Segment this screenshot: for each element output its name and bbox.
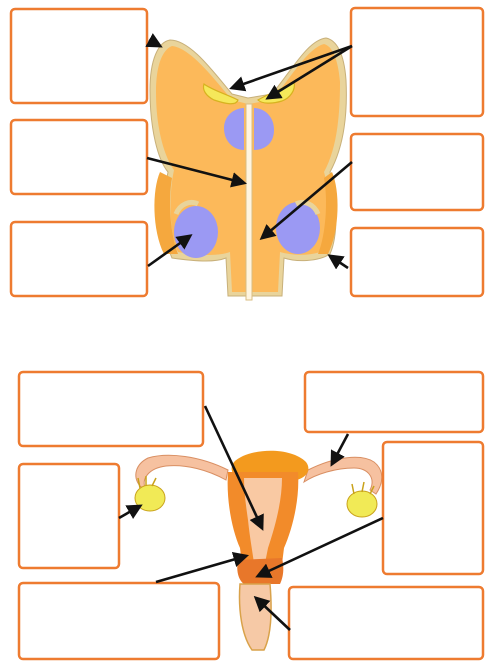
male-left-testis bbox=[174, 206, 218, 258]
male-label-box-6[interactable] bbox=[351, 228, 483, 296]
female-label-box-5[interactable] bbox=[383, 442, 483, 574]
female-label-box-1[interactable] bbox=[19, 372, 203, 446]
male-label-box-2[interactable] bbox=[11, 120, 147, 194]
male-label-box-5[interactable] bbox=[351, 134, 483, 210]
male-arrow-6 bbox=[330, 256, 348, 268]
male-label-box-3[interactable] bbox=[11, 222, 147, 296]
female-right-fallopian-tube bbox=[304, 457, 382, 494]
male-label-box-1[interactable] bbox=[11, 9, 147, 103]
female-label-box-2[interactable] bbox=[19, 464, 119, 568]
female-label-box-3[interactable] bbox=[19, 583, 219, 659]
female-vagina bbox=[240, 584, 272, 650]
female-arrow-3 bbox=[156, 556, 246, 582]
male-central-duct bbox=[246, 104, 252, 300]
male-reproductive-diagram bbox=[150, 38, 346, 300]
male-arrow-1 bbox=[149, 40, 160, 46]
female-arrow-2 bbox=[119, 506, 140, 518]
male-label-box-4[interactable] bbox=[351, 8, 483, 116]
female-right-ovary bbox=[347, 491, 377, 517]
female-label-box-4[interactable] bbox=[305, 372, 483, 432]
female-cervix bbox=[237, 558, 283, 584]
female-label-box-6[interactable] bbox=[289, 587, 483, 659]
